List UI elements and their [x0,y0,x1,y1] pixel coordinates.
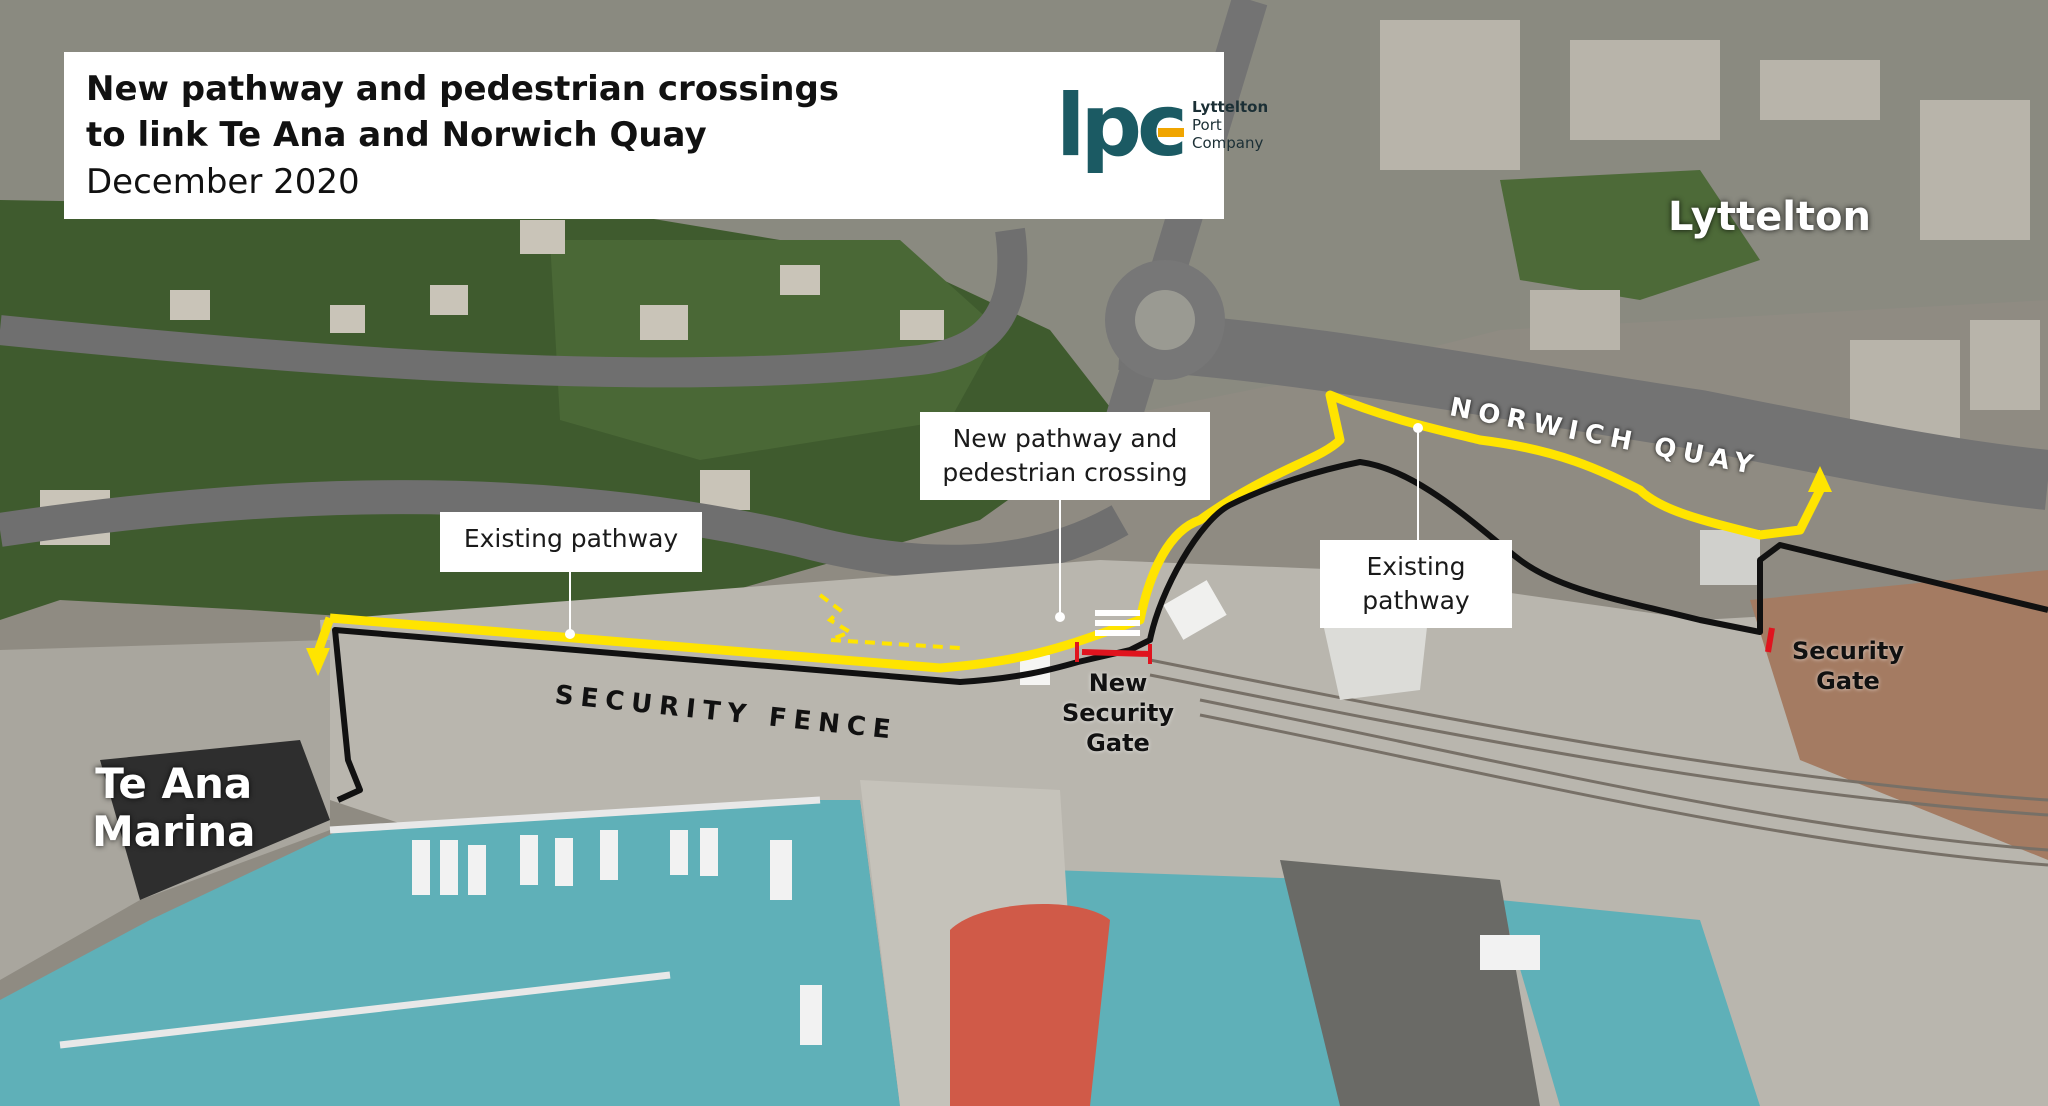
place-lyttelton: Lyttelton [1668,194,1872,240]
gatehouse [1163,580,1227,640]
place-te-ana-marina: Te Ana Marina [92,760,256,856]
wharf-dark [1280,860,1540,1106]
callout-new-pathway: New pathway and pedestrian crossing [920,412,1210,500]
callout-existing-pathway-right: Existing pathway [1320,540,1512,628]
place-te-ana-line-2: Marina [92,807,256,856]
te-ana-building [100,740,330,900]
new-security-gate-marker [1081,649,1151,657]
security-fence-line [332,459,2048,803]
callout-dot-left [565,629,575,639]
moored-boats [412,828,1540,1045]
label-existing-gate-line-1: Security [1791,637,1905,665]
label-new-gate-line-3: Gate [1086,729,1150,757]
label-existing-gate-line-2: Gate [1816,667,1880,695]
callout-existing-pathway-right-line-1: Existing [1366,552,1466,581]
pathway-arrow-stem [313,616,335,654]
security-office [1700,530,1760,585]
callout-dot-right [1413,423,1423,433]
ship [950,903,1110,1106]
callout-existing-pathway-left-text: Existing pathway [463,524,679,553]
vegetation-patch [550,240,1000,460]
water-basin [1050,870,1360,1106]
new-gate-ends [1075,642,1152,664]
callout-existing-pathway-left: Existing pathway [440,512,702,572]
roundabout-centre [1135,290,1195,350]
label-new-gate-line-2: Security [1061,699,1175,727]
lpc-logo-name-2: Port [1192,116,1222,134]
label-new-gate-line-1: New [1088,669,1148,697]
norwich-quay-road [1118,310,2048,510]
upper-road [0,227,1028,388]
map-title-line-1: New pathway and pedestrian crossings [86,69,840,109]
title-card: New pathway and pedestrian crossings to … [64,52,1268,219]
callout-new-pathway-line-1: New pathway and [952,424,1178,453]
rail-lines [1149,658,2048,867]
water-basin-east [1500,900,1760,1106]
lpc-logo-accent [1158,128,1184,137]
lpc-logo-mark: lpc [1056,76,1188,176]
map-title-line-2: to link Te Ana and Norwich Quay [86,115,707,155]
lpc-logo: lpc Lyttelton Port Company [988,68,1288,198]
pathway-dashed [818,593,961,650]
vegetation-patch-east [1500,170,1760,300]
lpc-logo-name-3: Company [1192,134,1264,152]
callout-existing-pathway-right-line-2: pathway [1362,586,1470,615]
label-new-security-gate: New Security Gate [1054,668,1182,758]
pathway-arrow-head-east [1808,466,1832,492]
pontoons [59,796,821,1049]
log-yard [1750,570,2048,860]
callout-dot-middle [1055,612,1065,622]
lpc-logo-name-1: Lyttelton [1192,98,1269,116]
label-existing-security-gate: Security Gate [1780,636,1916,696]
zebra-crossing [1095,610,1140,636]
place-te-ana-line-1: Te Ana [95,759,253,808]
callout-new-pathway-line-2: pedestrian crossing [942,458,1188,487]
map-date: December 2020 [86,162,360,202]
pathway-arrow-head-west [306,648,330,676]
existing-security-gate-marker [1765,627,1775,653]
lpc-logo-wordmark: Lyttelton Port Company [1192,98,1268,152]
